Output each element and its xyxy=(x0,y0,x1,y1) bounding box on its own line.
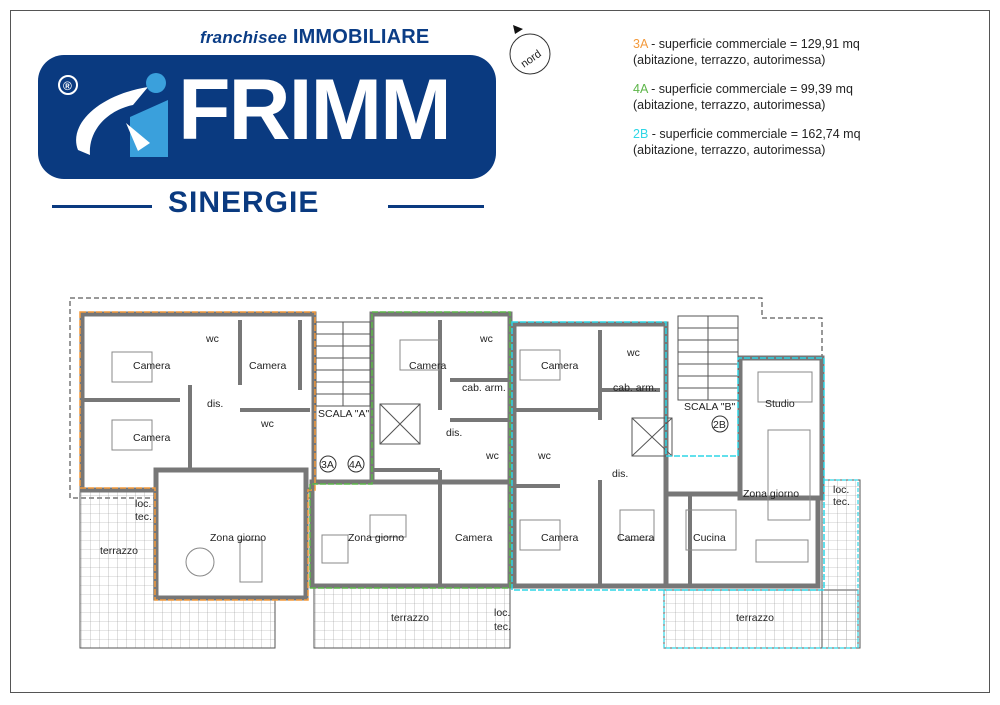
unit-boundary-4A xyxy=(309,311,511,589)
unit-3A-labels: Camera wc Camera dis. Camera wc loc. tec… xyxy=(100,333,287,557)
room-label: cab. arm. xyxy=(462,382,506,394)
unit-boundary-3A xyxy=(79,311,316,601)
legend: 3A - superficie commerciale = 129,91 mq (… xyxy=(633,36,861,171)
legend-item-4A: 4A - superficie commerciale = 99,39 mq (a… xyxy=(633,81,861,113)
room-label: Zona giorno xyxy=(348,532,404,544)
scala-A-labels: SCALA "A" 3A 4A xyxy=(318,408,370,473)
room-label: wc xyxy=(479,333,493,345)
page-frame xyxy=(10,10,990,693)
room-label: loc. xyxy=(135,498,151,510)
room-label: terrazzo xyxy=(736,612,774,624)
logo-emblem-icon: ® xyxy=(58,73,168,157)
logo-franchisee-text: franchisee IMMOBILIARE xyxy=(200,26,429,49)
room-label: Camera xyxy=(409,360,447,372)
stairs-A xyxy=(315,321,421,445)
room-label: Zona giorno xyxy=(210,532,266,544)
room-label: Camera xyxy=(133,432,171,444)
room-label: wc xyxy=(626,347,640,359)
legend-detail: (abitazione, terrazzo, autorimessa) xyxy=(633,53,826,67)
room-label: dis. xyxy=(446,427,462,439)
logo-frimm-text: FRIMM xyxy=(178,62,452,158)
room-label: tec. xyxy=(135,511,152,523)
stairs-B xyxy=(631,315,739,457)
room-label: Studio xyxy=(765,398,795,410)
legend-item-3A: 3A - superficie commerciale = 129,91 mq (… xyxy=(633,36,861,68)
legend-item-2B: 2B - superficie commerciale = 162,74 mq (… xyxy=(633,126,861,158)
room-label: Camera xyxy=(541,360,579,372)
svg-text:®: ® xyxy=(63,79,72,93)
room-label: wc xyxy=(485,450,499,462)
room-label: wc xyxy=(537,450,551,462)
room-label: dis. xyxy=(612,468,628,480)
room-label: loc. xyxy=(833,484,849,496)
room-label: Camera xyxy=(455,532,493,544)
legend-text: - superficie commerciale = 99,39 mq xyxy=(647,82,853,96)
legend-detail: (abitazione, terrazzo, autorimessa) xyxy=(633,98,826,112)
room-label: tec. xyxy=(833,496,850,508)
room-label: wc xyxy=(205,333,219,345)
room-label: cab. arm. xyxy=(613,382,657,394)
terrace-2B-side xyxy=(821,479,861,649)
logo-banner: ® FRIMM xyxy=(38,55,496,179)
legend-code: 3A xyxy=(633,37,648,51)
unit-badge-2B: 2B xyxy=(713,419,726,431)
north-compass-icon: nord xyxy=(509,25,551,75)
room-label: Camera xyxy=(617,532,655,544)
unit-boundary-2B xyxy=(511,321,825,591)
room-label: Camera xyxy=(249,360,287,372)
legend-text: - superficie commerciale = 162,74 mq xyxy=(648,127,861,141)
unit-2B-labels: Camera wc cab. arm. wc dis. Camera Camer… xyxy=(537,347,850,624)
room-label: Zona giorno xyxy=(743,488,799,500)
unit-4A-labels: Camera wc cab. arm. dis. wc Zona giorno … xyxy=(348,333,511,633)
terrace-4A xyxy=(313,587,511,649)
logo-line-right xyxy=(388,205,484,208)
unit-badge-3A: 3A xyxy=(321,459,334,471)
room-label: terrazzo xyxy=(100,545,138,557)
room-label: terrazzo xyxy=(391,612,429,624)
unit-badge-4A: 4A xyxy=(349,459,362,471)
logo-sinergie-text: SINERGIE xyxy=(168,186,320,219)
legend-code: 2B xyxy=(633,127,649,141)
room-label: Cucina xyxy=(693,532,726,544)
room-label: dis. xyxy=(207,398,223,410)
stair-label: SCALA "B" xyxy=(684,401,736,413)
logo-line-left xyxy=(52,205,152,208)
room-label: wc xyxy=(260,418,274,430)
room-label: Camera xyxy=(133,360,171,372)
franchisee-word: franchisee xyxy=(200,28,288,47)
immobiliare-word: IMMOBILIARE xyxy=(292,26,430,48)
legend-code: 4A xyxy=(633,82,648,96)
room-label: tec. xyxy=(494,621,511,633)
legend-detail: (abitazione, terrazzo, autorimessa) xyxy=(633,143,826,157)
legend-text: - superficie commerciale = 129,91 mq xyxy=(647,37,860,51)
stair-label: SCALA "A" xyxy=(318,408,370,420)
room-label: loc. xyxy=(494,607,510,619)
room-label: Camera xyxy=(541,532,579,544)
scala-B-labels: SCALA "B" 2B xyxy=(684,401,736,433)
